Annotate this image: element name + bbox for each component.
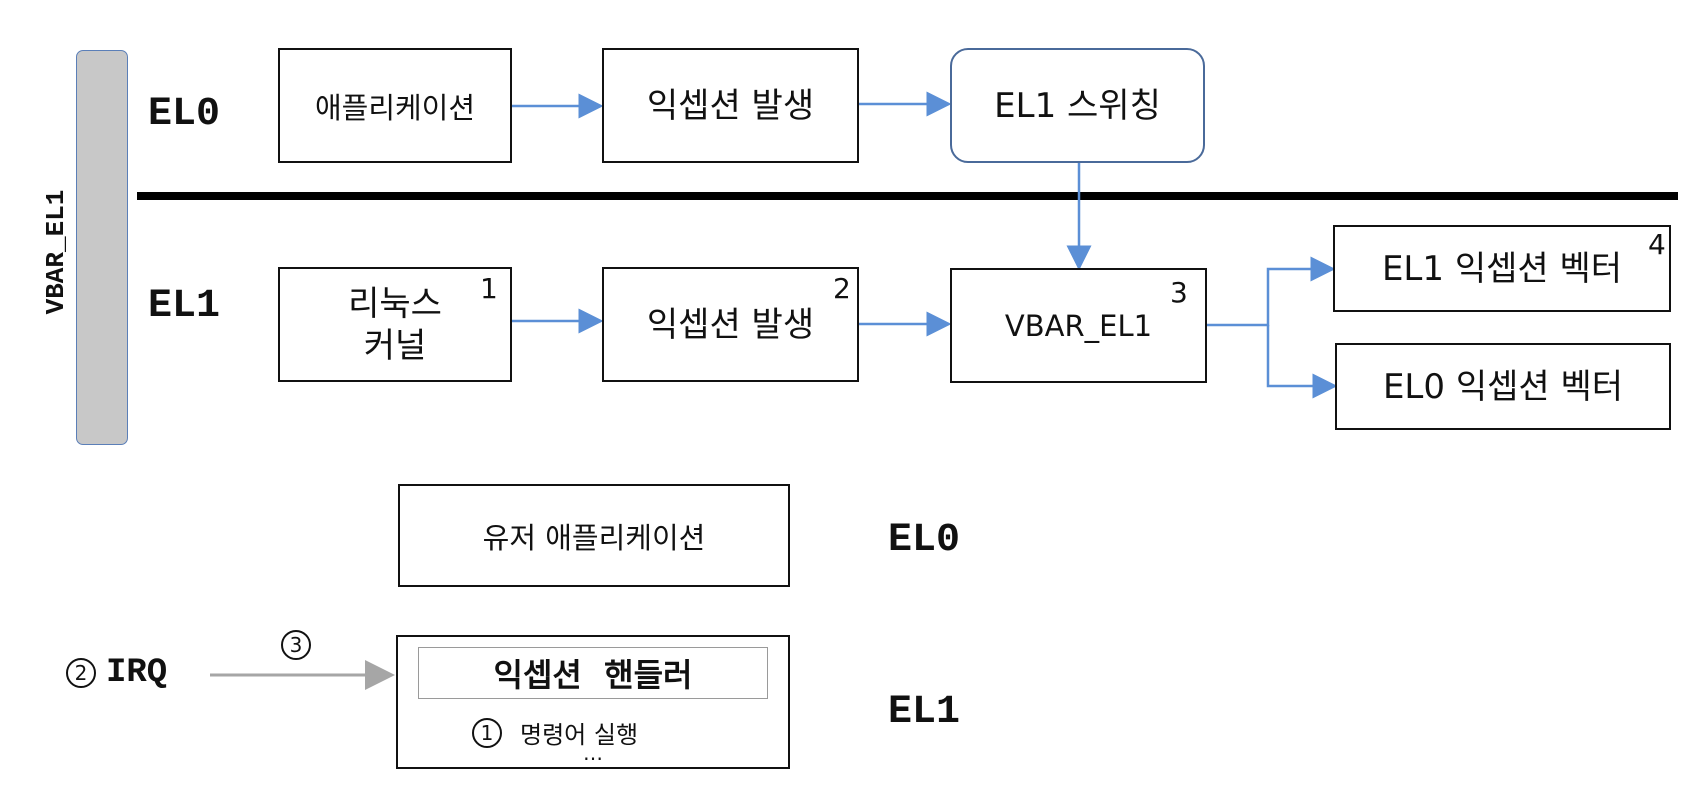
step-number-3: 3 xyxy=(1170,276,1188,309)
irq-label: IRQ xyxy=(106,654,168,692)
application-box: 애플리케이션 xyxy=(278,48,512,163)
exception-handler-box: 익셉션 핸들러 1 명령어 실행 … xyxy=(396,635,790,769)
user-application-box: 유저 애플리케이션 xyxy=(398,484,790,587)
exception-occurs-label-el0: 익셉션 발생 xyxy=(646,85,815,126)
vbar-el1-box: VBAR_EL1 xyxy=(950,268,1207,383)
vbar-el1-box-label: VBAR_EL1 xyxy=(1004,308,1153,343)
el0-label-top: EL0 xyxy=(148,92,221,137)
exception-handler-title-box: 익셉션 핸들러 xyxy=(418,647,768,699)
privilege-divider xyxy=(137,192,1678,200)
el1-switch-box: EL1 스위칭 xyxy=(950,48,1205,163)
vbar-el1-bar xyxy=(76,50,128,445)
irq-group: 2 IRQ xyxy=(66,654,167,692)
step-circle-2: 2 xyxy=(66,658,96,688)
ellipsis: … xyxy=(583,741,603,765)
execute-instruction-label: 명령어 실행 xyxy=(520,721,639,749)
exception-occurs-box-el0: 익셉션 발생 xyxy=(602,48,859,163)
el1-exception-vector-box: EL1 익셉션 벡터 xyxy=(1333,225,1671,312)
step-number-1: 1 xyxy=(480,272,498,305)
linux-kernel-box: 리눅스 커널 xyxy=(278,267,512,382)
exception-handler-title: 익셉션 핸들러 xyxy=(493,656,693,694)
exception-occurs-label-el1: 익셉션 발생 xyxy=(646,304,815,345)
el1-switch-label: EL1 스위칭 xyxy=(994,85,1161,126)
branch-vbar-to-el0-vector xyxy=(1266,325,1338,399)
el0-exception-vector-label: EL0 익셉션 벡터 xyxy=(1382,366,1624,407)
el1-label-top: EL1 xyxy=(148,284,221,329)
linux-kernel-line1: 리눅스 xyxy=(348,283,442,324)
step-number-4: 4 xyxy=(1648,228,1666,261)
step-circle-1: 1 xyxy=(472,717,502,748)
el1-exception-vector-label: EL1 익셉션 벡터 xyxy=(1381,248,1623,289)
linux-kernel-line2: 커널 xyxy=(363,325,427,366)
execute-instruction-row: 1 명령어 실행 xyxy=(472,715,638,750)
step-number-2: 2 xyxy=(833,272,851,305)
step-circle-3: 3 xyxy=(281,630,311,660)
exception-occurs-box-el1: 익셉션 발생 xyxy=(602,267,859,382)
el0-label-bottom: EL0 xyxy=(888,518,961,563)
user-application-label: 유저 애플리케이션 xyxy=(482,520,706,555)
branch-vbar-to-vectors xyxy=(1207,256,1336,327)
el1-label-bottom: EL1 xyxy=(888,690,961,735)
application-label: 애플리케이션 xyxy=(314,90,476,125)
el0-exception-vector-box: EL0 익셉션 벡터 xyxy=(1335,343,1671,430)
